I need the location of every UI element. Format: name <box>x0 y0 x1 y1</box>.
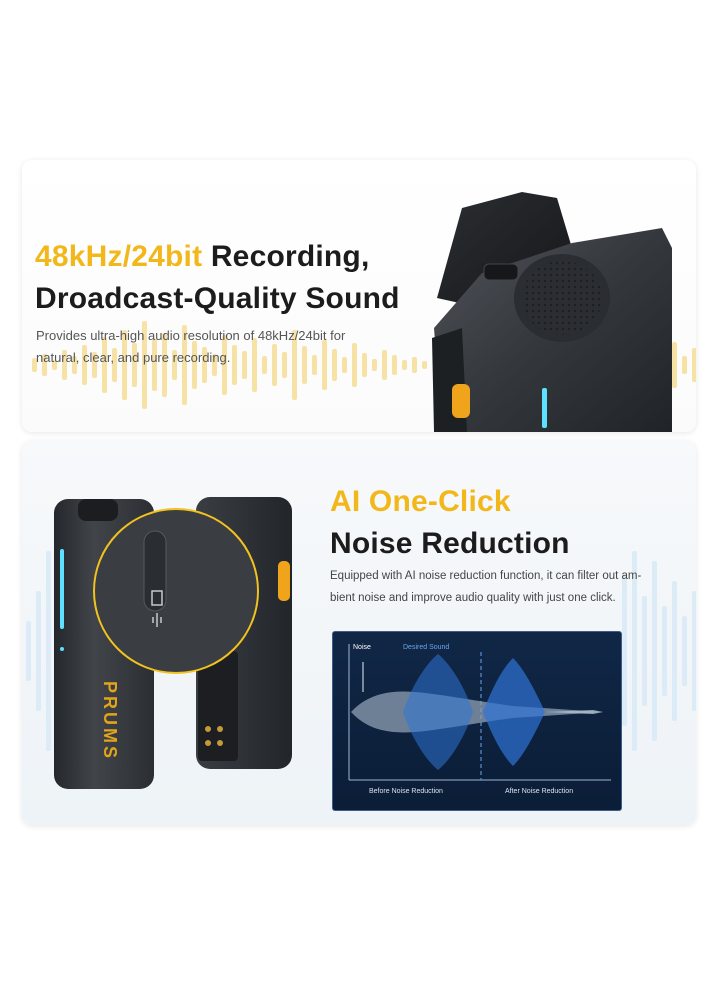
receiver-device-image: PRUMS <box>54 497 292 789</box>
description-2-line-1: Equipped with AI noise reduction functio… <box>330 570 642 582</box>
headline-accent-2: AI One-Click <box>330 483 511 521</box>
transmitter-device-image <box>432 192 672 432</box>
headline-accent: 48kHz/24bit <box>35 240 203 273</box>
headline-line-1: 48kHz/24bit Recording, <box>35 238 370 276</box>
feature-card-noise-reduction: PRUMS AI One-Click Noise Reduction Equip… <box>22 441 696 825</box>
noise-waveform <box>348 644 611 781</box>
before-label: Before Noise Reduction <box>369 788 443 795</box>
headline-rest: Recording, <box>202 240 370 273</box>
headline-line-2: Droadcast-Quality Sound <box>35 282 400 315</box>
description-line-1: Provides ultra-high audio resolution of … <box>36 328 346 343</box>
headline-accent-text: AI One-Click <box>330 485 511 518</box>
after-label: After Noise Reduction <box>505 788 574 795</box>
description-line-2: natural, clear, and pure recording. <box>36 350 231 365</box>
feature-card-recording: 48kHz/24bit Recording, Droadcast-Quality… <box>22 160 696 432</box>
headline-line-2b: Noise Reduction <box>330 527 570 560</box>
waveform-decoration-blue-right <box>622 531 696 771</box>
desired-sound-label: Desired Sound <box>403 644 450 651</box>
waveform-decoration <box>32 310 427 420</box>
noise-reduction-graph: Noise Desired Sound Before Noise Reducti… <box>332 631 622 811</box>
description-2-line-2: bient noise and improve audio quality wi… <box>330 592 616 604</box>
svg-text:PRUMS: PRUMS <box>100 681 120 761</box>
noise-label: Noise <box>353 644 371 651</box>
